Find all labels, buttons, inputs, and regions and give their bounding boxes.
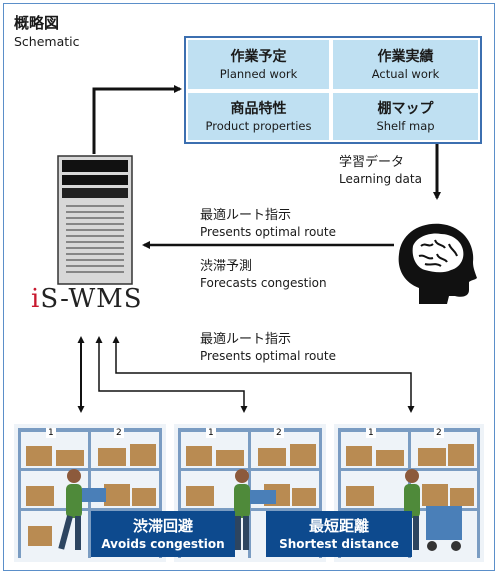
cell-en: Actual work [371,66,440,81]
is-wms-logo: iS-WMS [31,284,143,314]
shelf-number: 2 [434,428,444,438]
schematic-figure: 概略図 Schematic 作業予定 Planned work 作業実績 Act… [3,3,495,571]
server-illustration [57,155,133,285]
optimal-route-label-bottom: 最適ルート指示 Presents optimal route [200,332,336,363]
cell-shelf-map: 棚マップ Shelf map [333,93,478,140]
cell-en: Planned work [219,66,298,81]
cell-en: Shelf map [376,118,435,133]
cell-jp: 作業実績 [377,48,434,65]
cell-actual-work: 作業実績 Actual work [333,40,478,89]
data-table: 作業予定 Planned work 作業実績 Actual work 商品特性 … [184,36,482,144]
arrows-layer [77,85,441,413]
shelf-number: 2 [114,428,124,438]
avoids-congestion-badge: 渋滞回避 Avoids congestion [91,511,235,557]
cell-jp: 棚マップ [377,100,434,117]
figure-subtitle: Schematic [14,34,80,49]
cell-product-properties: 商品特性 Product properties [188,93,329,140]
cell-jp: 商品特性 [230,100,287,117]
shelf-number: 2 [274,428,284,438]
cell-en: Product properties [205,118,312,133]
cell-planned-work: 作業予定 Planned work [188,40,329,89]
optimal-route-label-top: 最適ルート指示 Presents optimal route [200,208,336,239]
shortest-distance-badge: 最短距離 Shortest distance [266,511,412,557]
cell-jp: 作業予定 [230,48,287,65]
forecast-label: 渋滞予測 Forecasts congestion [200,259,327,290]
shelf-number: 1 [206,428,216,438]
shelf-number: 1 [46,428,56,438]
learning-data-label: 学習データ Learning data [339,155,422,186]
figure-title: 概略図 [14,14,60,32]
ai-brain-head-icon [398,223,477,304]
arrow-route-worker-3 [112,336,415,413]
arrow-server-to-data [92,85,182,154]
shelf-number: 1 [366,428,376,438]
